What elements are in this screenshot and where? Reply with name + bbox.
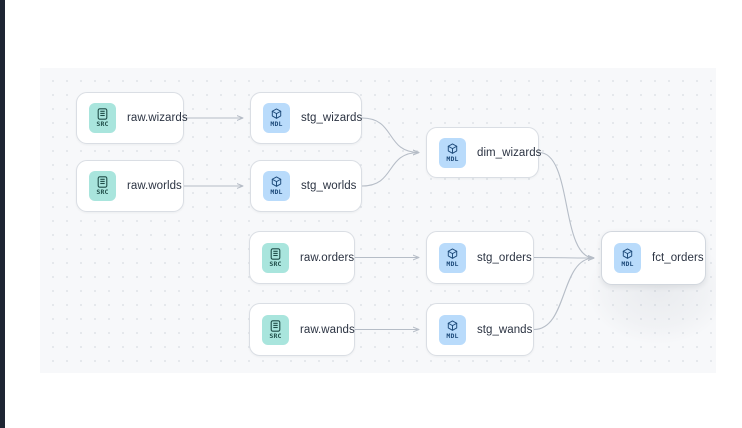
model-badge: MDL <box>614 243 641 273</box>
badge-label: SRC <box>269 259 282 268</box>
database-icon <box>97 108 108 120</box>
node-raw_wizards[interactable]: SRC raw.wizards <box>76 92 188 144</box>
source-badge: SRC <box>89 171 116 201</box>
model-badge: MDL <box>439 314 466 345</box>
badge-label: SRC <box>96 188 109 197</box>
left-rail <box>0 0 5 428</box>
database-icon <box>97 176 108 188</box>
node-label: raw.wands <box>300 323 355 336</box>
node-label: raw.worlds <box>127 180 182 192</box>
node-label: raw.orders <box>300 251 355 264</box>
model-badge: MDL <box>439 242 466 273</box>
cube-icon <box>271 176 282 188</box>
node-raw_wands[interactable]: SRC raw.wands <box>249 303 355 356</box>
edge-stg_wizards-to-dim_wizards <box>361 117 419 153</box>
node-label: stg_worlds <box>301 180 357 192</box>
cube-icon <box>447 248 458 260</box>
database-icon <box>270 320 281 332</box>
node-stg_orders[interactable]: MDL stg_orders <box>426 231 534 284</box>
node-fct_orders[interactable]: MDL fct_orders <box>601 231 706 285</box>
badge-label: SRC <box>96 120 109 129</box>
source-badge: SRC <box>89 103 116 133</box>
database-icon <box>270 248 281 260</box>
cube-icon <box>271 108 282 120</box>
edge-stg_orders-to-fct_orders <box>533 258 594 259</box>
badge-label: SRC <box>269 331 282 340</box>
model-badge: MDL <box>263 171 290 201</box>
edge-stg_wands-to-fct_orders <box>533 258 594 331</box>
badge-label: MDL <box>446 331 459 340</box>
node-dim_wizards[interactable]: MDL dim_wizards <box>426 127 542 178</box>
edge-stg_worlds-to-dim_wizards <box>361 153 419 187</box>
node-label: stg_wizards <box>301 112 363 124</box>
model-badge: MDL <box>263 103 290 133</box>
badge-label: MDL <box>270 120 283 129</box>
model-badge: MDL <box>439 137 466 168</box>
node-stg_worlds[interactable]: MDL stg_worlds <box>250 160 362 212</box>
node-label: fct_orders <box>652 252 704 264</box>
cube-icon <box>447 143 458 155</box>
badge-label: MDL <box>446 259 459 268</box>
badge-label: MDL <box>446 154 459 163</box>
cube-icon <box>447 320 458 332</box>
badge-label: MDL <box>270 188 283 197</box>
cube-icon <box>622 248 633 260</box>
node-raw_orders[interactable]: SRC raw.orders <box>249 231 355 284</box>
edge-dim_wizards-to-fct_orders <box>538 151 594 259</box>
source-badge: SRC <box>262 314 289 345</box>
badge-label: MDL <box>621 260 634 269</box>
node-label: dim_wizards <box>477 146 542 159</box>
source-badge: SRC <box>262 242 289 273</box>
node-stg_wizards[interactable]: MDL stg_wizards <box>250 92 362 144</box>
node-label: raw.wizards <box>127 112 188 124</box>
node-raw_worlds[interactable]: SRC raw.worlds <box>76 160 184 212</box>
node-label: stg_orders <box>477 251 532 264</box>
node-stg_wands[interactable]: MDL stg_wands <box>426 303 534 356</box>
node-label: stg_wands <box>477 323 533 336</box>
